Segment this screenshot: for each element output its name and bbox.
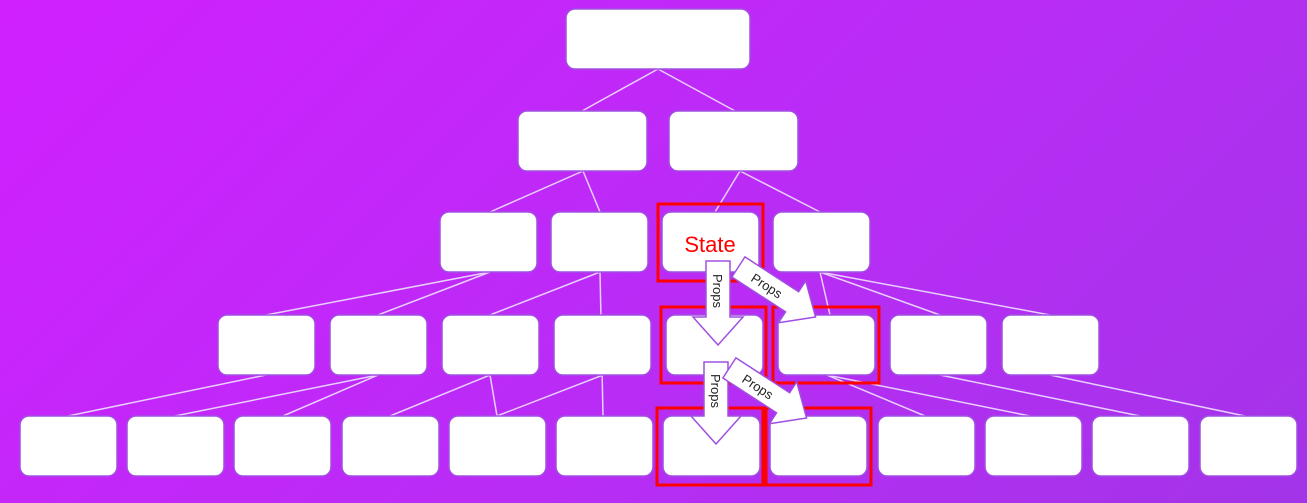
connector-line xyxy=(819,271,941,316)
connector-line xyxy=(1049,374,1246,417)
connector-line xyxy=(377,271,491,316)
connector-line xyxy=(174,374,379,417)
component-node-level-4-11 xyxy=(1199,415,1298,477)
props-receiver-highlight-box xyxy=(764,406,873,487)
component-node-level-4-7 xyxy=(769,415,868,477)
component-node-level-4-4 xyxy=(448,415,547,477)
component-node-level-1-1 xyxy=(668,110,799,172)
connector-line xyxy=(826,374,926,417)
props-label: Props xyxy=(708,374,723,408)
component-node-level-4-0 xyxy=(19,415,118,477)
component-node-level-4-9 xyxy=(984,415,1083,477)
component-node-level-3-2 xyxy=(441,314,540,376)
arrow-shape-icon xyxy=(721,356,808,425)
component-node-level-3-5 xyxy=(777,314,876,376)
connector-line xyxy=(826,374,1031,417)
connector-line xyxy=(819,271,1051,316)
props-label: Props xyxy=(710,274,725,308)
component-node-level-3-0 xyxy=(217,314,316,376)
connector-line xyxy=(739,170,821,213)
connector-line xyxy=(581,68,659,112)
connector-line xyxy=(67,374,267,417)
arrow-shape-icon xyxy=(691,260,745,347)
connector-line xyxy=(819,271,831,316)
props-receiver-highlight-box xyxy=(771,305,881,385)
connector-line xyxy=(939,374,1141,417)
connector-line xyxy=(489,170,584,213)
state-label: State xyxy=(684,232,735,257)
component-node-level-4-3 xyxy=(341,415,440,477)
connector-line xyxy=(282,374,379,417)
component-node-level-3-6 xyxy=(889,314,988,376)
component-node-level-3-7 xyxy=(1001,314,1100,376)
component-node-level-0-0 xyxy=(565,8,751,70)
connector-line xyxy=(496,374,604,417)
component-node-level-3-3 xyxy=(553,314,652,376)
component-node-level-4-8 xyxy=(877,415,976,477)
component-node-level-3-1 xyxy=(329,314,428,376)
component-node-level-4-5 xyxy=(555,415,654,477)
component-node-level-2-3 xyxy=(772,211,871,273)
arrow-shape-icon xyxy=(730,255,817,324)
connector-line xyxy=(657,68,736,112)
component-node-level-4-1 xyxy=(126,415,225,477)
component-node-level-4-2 xyxy=(233,415,332,477)
connector-line xyxy=(489,271,601,316)
props-arrow-down-1: Props xyxy=(691,260,745,347)
connector-line xyxy=(582,170,601,213)
component-node-level-4-10 xyxy=(1091,415,1190,477)
component-node-level-2-1 xyxy=(550,211,649,273)
component-node-level-1-0 xyxy=(517,110,648,172)
props-arrow-down-2: Props xyxy=(689,361,743,446)
connector-line xyxy=(265,271,491,316)
connector-line xyxy=(714,170,741,213)
connector-line xyxy=(489,374,498,417)
connector-line xyxy=(389,374,491,417)
arrow-shape-icon xyxy=(689,361,743,446)
component-node-level-2-0 xyxy=(439,211,538,273)
